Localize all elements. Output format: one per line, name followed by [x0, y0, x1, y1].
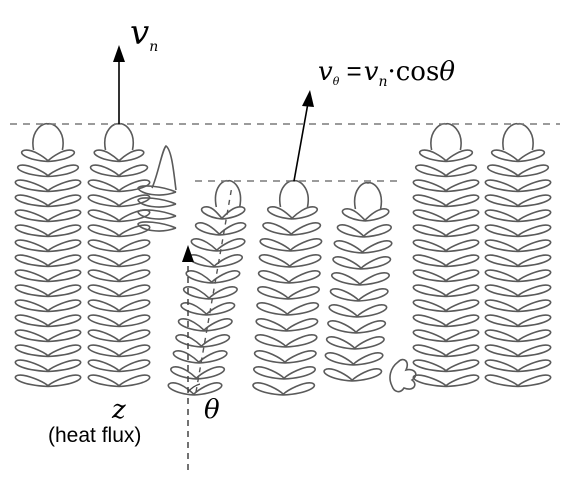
dendrite-5-tip: [353, 181, 383, 210]
dendrite-3-arms: [167, 206, 247, 396]
dendrite-2-tip: [103, 122, 135, 151]
dendrite-4-tip: [278, 179, 310, 208]
dendrite-1-tip: [32, 122, 64, 151]
vtheta-equation: vθ =vn·cosθ: [318, 56, 455, 90]
dendrite-5-arms: [323, 208, 393, 382]
dendrite-1-arms: [14, 149, 82, 388]
z-axis-label: z: [111, 395, 126, 425]
dendrite-7-arms: [484, 149, 552, 388]
vn-arrow-icon: [113, 45, 125, 124]
angle-arc: [187, 383, 201, 393]
dendrite-3-tip: [214, 179, 242, 208]
dendrite-6-arms: [412, 149, 480, 388]
dendrite-2-arms: [87, 149, 151, 388]
vn-label: vn: [130, 13, 158, 55]
dendrite-6-tip: [430, 122, 462, 151]
z-arrow-icon: [182, 245, 194, 262]
side-branch: [137, 144, 177, 232]
dendrite-group: [14, 122, 552, 396]
small-dendrite-nucleus: [389, 358, 417, 393]
dendrite-4-arms: [252, 206, 323, 396]
theta-angle-label: θ: [204, 395, 220, 425]
dendrite-7-tip: [502, 122, 534, 151]
vtheta-arrow-icon: [293, 90, 314, 182]
heat-flux-label: (heat flux): [48, 424, 141, 447]
tilted-growth-axis: [195, 185, 233, 393]
